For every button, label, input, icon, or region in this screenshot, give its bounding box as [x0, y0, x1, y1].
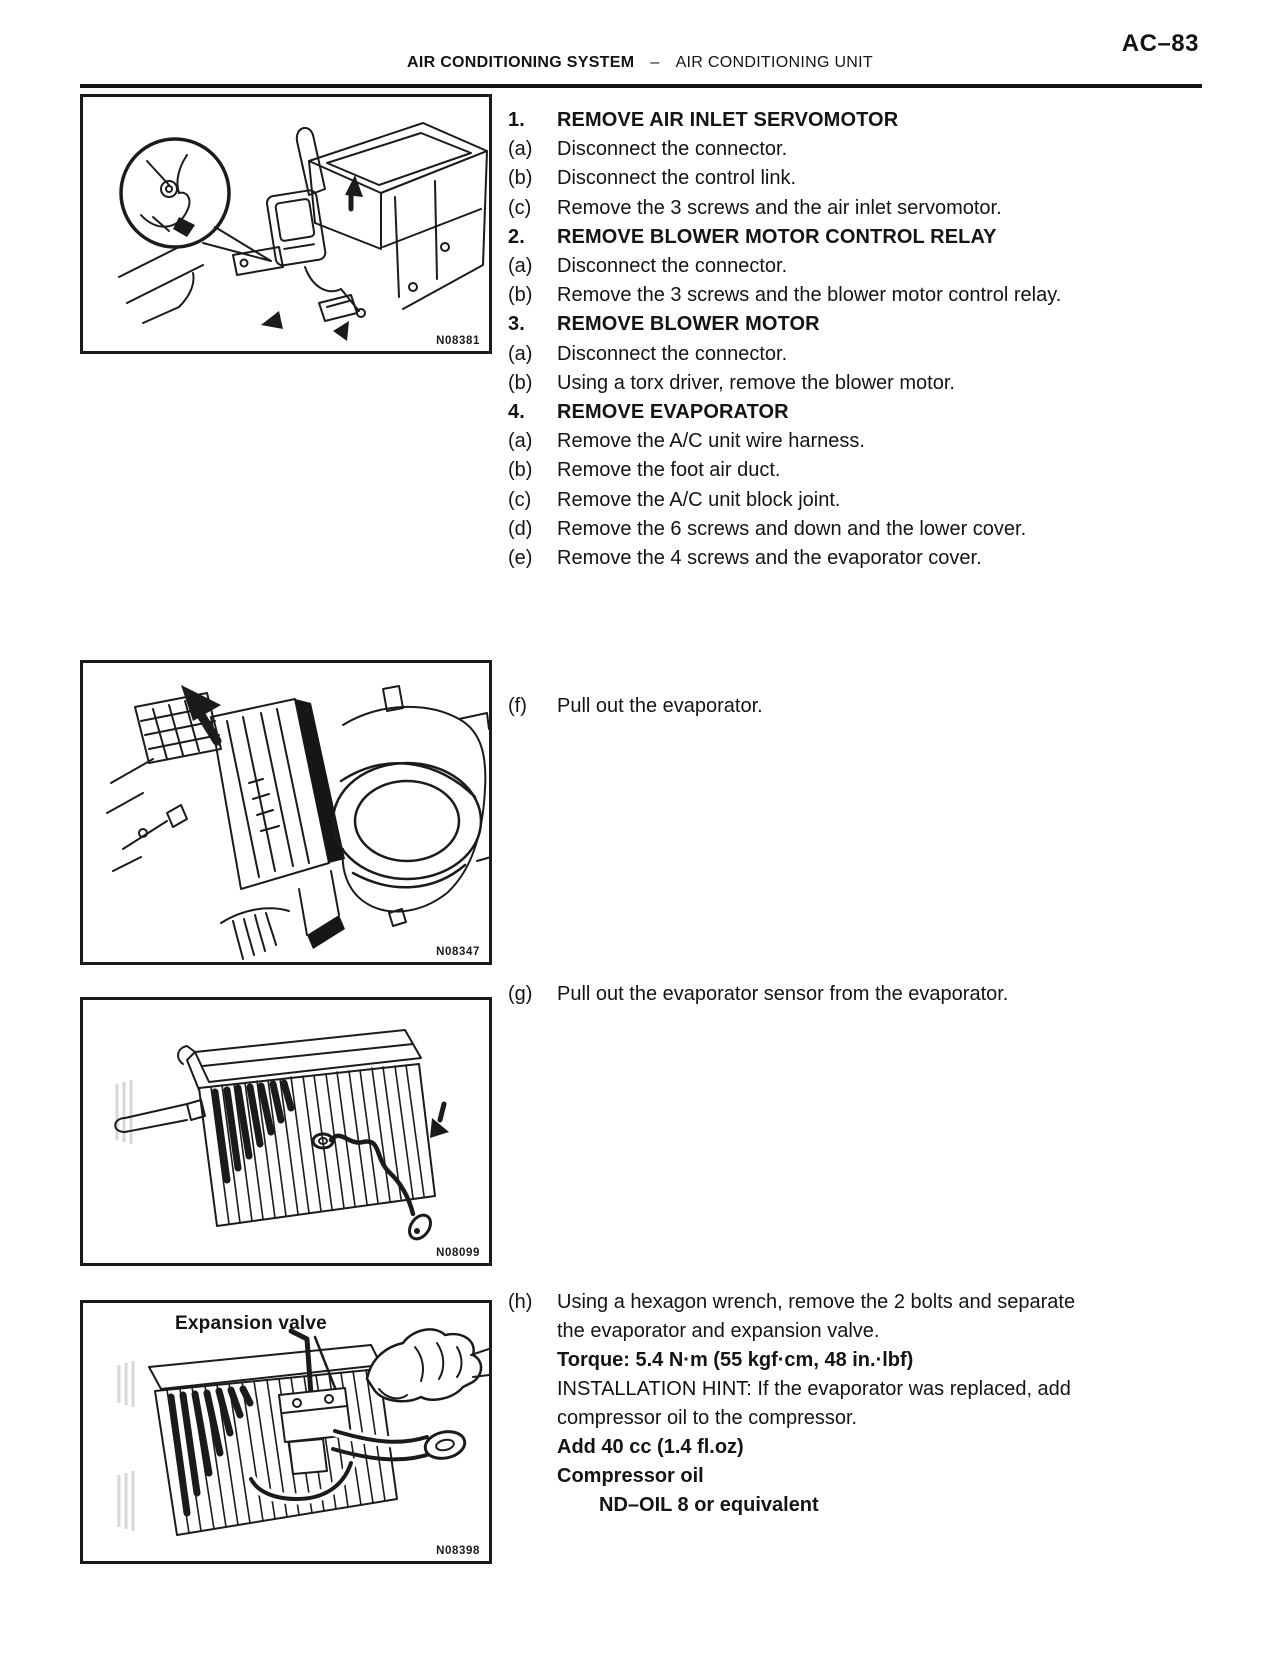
evaporator-pullout-illustration [106, 685, 489, 960]
step-label: (c) [508, 488, 532, 511]
subsection-title: AIR CONDITIONING UNIT [675, 54, 873, 71]
instruction-line: INSTALLATION HINT: If the evaporator was… [508, 1375, 1188, 1404]
step-label: 2. [508, 225, 525, 248]
step-label: (d) [508, 517, 533, 540]
step-text: Using a hexagon wrench, remove the 2 bol… [557, 1291, 1076, 1313]
step-text: Remove the 3 screws and the air inlet se… [557, 196, 1002, 219]
instruction-line: the evaporator and expansion valve. [508, 1317, 1188, 1346]
step-text: Disconnect the control link. [557, 167, 797, 190]
instruction-line: Add 40 cc (1.4 fl.oz) [508, 1433, 1188, 1462]
instruction-line: (e) Remove the 4 screws and the evaporat… [508, 544, 1188, 573]
instruction-line: 3. REMOVE BLOWER MOTOR [508, 310, 1188, 339]
instruction-line: (b) Remove the foot air duct. [508, 456, 1188, 485]
step-text: REMOVE BLOWER MOTOR [557, 313, 820, 336]
step-label: (a) [508, 430, 533, 453]
step-label: 4. [508, 401, 525, 424]
step-text: Remove the foot air duct. [557, 459, 781, 482]
step-label: (a) [508, 255, 533, 278]
step-text: Remove the 6 screws and down and the low… [557, 517, 1027, 540]
step-label: (e) [508, 547, 533, 570]
step-label: (b) [508, 371, 533, 394]
step-label: (a) [508, 342, 533, 365]
step-text: Add 40 cc (1.4 fl.oz) [557, 1436, 744, 1458]
instruction-line: ND–OIL 8 or equivalent [508, 1491, 1188, 1520]
instruction-line: (c) Remove the 3 screws and the air inle… [508, 194, 1188, 223]
instruction-line: (f) Pull out the evaporator. [508, 692, 1188, 721]
step-text: Disconnect the connector. [557, 255, 788, 278]
step-label: (a) [508, 138, 533, 161]
header-rule [80, 84, 1202, 88]
step-label: 1. [508, 109, 525, 131]
procedure-step-h: (h) Using a hexagon wrench, remove the 2… [508, 1288, 1188, 1520]
step-text: Compressor oil [557, 1465, 704, 1487]
step-text: Remove the A/C unit wire harness. [557, 430, 865, 453]
procedure-step-f: (f) Pull out the evaporator. [508, 692, 1188, 721]
figure-code: N08381 [436, 335, 480, 347]
instruction-line: (b) Remove the 3 screws and the blower m… [508, 281, 1188, 310]
step-label: (b) [508, 459, 533, 482]
expansion-valve-label: Expansion valve [175, 1313, 327, 1334]
instruction-line: (a) Disconnect the connector. [508, 135, 1188, 164]
instruction-line: (b) Disconnect the control link. [508, 164, 1188, 193]
evaporator-sensor-illustration [114, 1029, 449, 1241]
step-text: compressor oil to the compressor. [557, 1407, 858, 1429]
instruction-line: 4. REMOVE EVAPORATOR [508, 398, 1188, 427]
step-text: INSTALLATION HINT: If the evaporator was… [557, 1378, 1071, 1400]
step-text: Remove the A/C unit block joint. [557, 488, 841, 511]
step-label: (c) [508, 196, 532, 219]
figure-code: N08347 [436, 946, 480, 958]
step-text: Disconnect the connector. [557, 138, 788, 161]
section-separator: – [650, 54, 660, 71]
step-label: 3. [508, 313, 525, 336]
step-text: Remove the 3 screws and the blower motor… [557, 284, 1062, 307]
step-text: Pull out the evaporator sensor from the … [557, 983, 1009, 1005]
instruction-line: compressor oil to the compressor. [508, 1404, 1188, 1433]
step-label: (h) [508, 1291, 533, 1313]
procedure-step-g: (g) Pull out the evaporator sensor from … [508, 980, 1188, 1009]
figure-expansion-valve: Expansion valve N08398 [80, 1300, 492, 1564]
instruction-line: (d) Remove the 6 screws and down and the… [508, 515, 1188, 544]
instruction-line: (b) Using a torx driver, remove the blow… [508, 369, 1188, 398]
figure-air-inlet-servomotor: N08381 [80, 94, 492, 354]
instruction-line: (a) Disconnect the connector. [508, 340, 1188, 369]
step-text: ND–OIL 8 or equivalent [599, 1494, 819, 1516]
air-inlet-servomotor-illustration [118, 122, 488, 341]
instruction-line: (h) Using a hexagon wrench, remove the 2… [508, 1288, 1188, 1317]
page-number: AC–83 [1121, 30, 1199, 57]
figure-evaporator-sensor: N08099 [80, 997, 492, 1266]
step-text: the evaporator and expansion valve. [557, 1320, 880, 1342]
instruction-line: (c) Remove the A/C unit block joint. [508, 486, 1188, 515]
instruction-line: (g) Pull out the evaporator sensor from … [508, 980, 1188, 1009]
step-text: Torque: 5.4 N·m (55 kgf·cm, 48 in.·lbf) [557, 1349, 914, 1371]
figure-code: N08099 [436, 1247, 480, 1259]
instruction-line: Torque: 5.4 N·m (55 kgf·cm, 48 in.·lbf) [508, 1346, 1188, 1375]
step-text: Pull out the evaporator. [557, 695, 763, 717]
expansion-valve-illustration [117, 1328, 489, 1536]
step-label: (b) [508, 284, 533, 307]
figure-evaporator-pullout: N08347 [80, 660, 492, 965]
step-label: (g) [508, 983, 533, 1005]
step-text: REMOVE AIR INLET SERVOMOTOR [557, 109, 899, 131]
instruction-line: 1. REMOVE AIR INLET SERVOMOTOR [508, 106, 1188, 135]
section-title: AIR CONDITIONING SYSTEM [407, 54, 635, 71]
step-text: Using a torx driver, remove the blower m… [557, 371, 955, 394]
step-text: REMOVE EVAPORATOR [557, 401, 789, 424]
instruction-line: 2. REMOVE BLOWER MOTOR CONTROL RELAY [508, 223, 1188, 252]
step-label: (b) [508, 167, 533, 190]
procedure-steps-1: 1. REMOVE AIR INLET SERVOMOTOR (a) Disco… [508, 106, 1188, 573]
figure-code: N08398 [436, 1545, 480, 1557]
instruction-line: (a) Disconnect the connector. [508, 252, 1188, 281]
step-text: REMOVE BLOWER MOTOR CONTROL RELAY [557, 225, 997, 248]
step-label: (f) [508, 695, 527, 717]
section-header: AIR CONDITIONING SYSTEM–AIR CONDITIONING… [75, 54, 1205, 72]
step-text: Disconnect the connector. [557, 342, 788, 365]
step-text: Remove the 4 screws and the evaporator c… [557, 547, 982, 570]
instruction-line: Compressor oil [508, 1462, 1188, 1491]
instruction-line: (a) Remove the A/C unit wire harness. [508, 427, 1188, 456]
